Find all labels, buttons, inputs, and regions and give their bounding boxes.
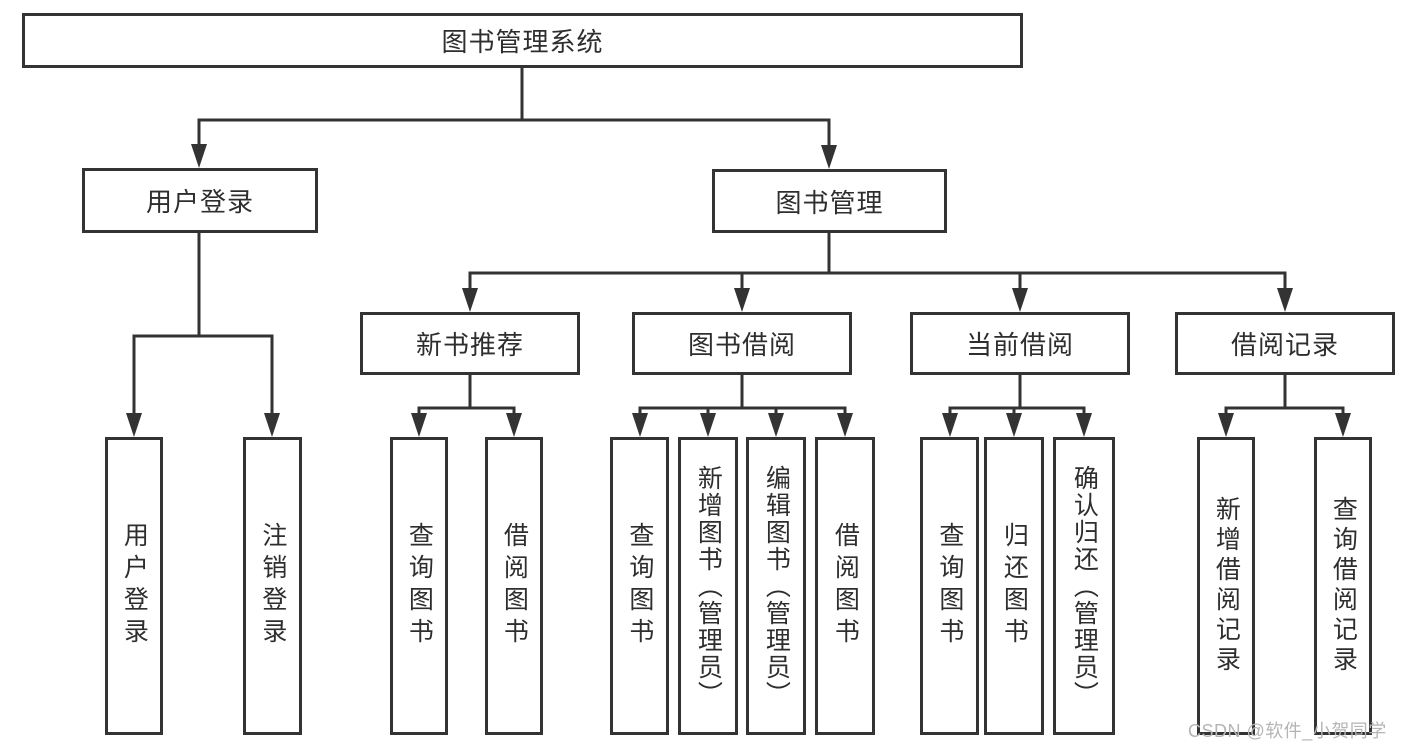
node-label: 图书管理系统 (441, 27, 604, 57)
leaf-borrow-book-under-borrow: 借阅图书 (815, 437, 875, 735)
node-book-management: 图书管理 (712, 169, 947, 233)
node-label: 用户登录 (145, 187, 254, 217)
node-label: 确认归还（管理员） (1070, 464, 1099, 708)
node-label: 注销登录 (258, 522, 287, 650)
node-root-library-management-system: 图书管理系统 (22, 13, 1023, 68)
leaf-add-borrow-record: 新增借阅记录 (1197, 437, 1255, 735)
node-label: 图书借阅 (687, 330, 796, 360)
node-label: 借阅图书 (831, 522, 860, 650)
node-label: 新增借阅记录 (1212, 496, 1241, 676)
leaf-borrow-book-under-recommend: 借阅图书 (485, 437, 543, 735)
leaf-query-book-under-borrow: 查询图书 (610, 437, 669, 735)
node-label: 用户登录 (120, 522, 149, 650)
csdn-watermark: CSDN @软件_小贺同学 (1188, 721, 1387, 741)
node-new-book-recommend: 新书推荐 (360, 312, 580, 375)
leaf-logout: 注销登录 (243, 437, 302, 735)
leaf-return-book: 归还图书 (984, 437, 1044, 735)
leaf-confirm-return-admin: 确认归还（管理员） (1053, 437, 1115, 735)
node-label: 查询图书 (405, 522, 434, 650)
node-label: 借阅图书 (500, 522, 529, 650)
node-user-login: 用户登录 (82, 168, 318, 233)
node-label: 查询图书 (625, 522, 654, 650)
node-label: 编辑图书（管理员） (762, 464, 791, 708)
node-current-borrow: 当前借阅 (910, 312, 1130, 375)
node-book-borrow: 图书借阅 (632, 312, 852, 375)
node-label: 借阅记录 (1230, 330, 1339, 360)
node-label: 新增图书（管理员） (694, 464, 723, 708)
leaf-add-book-admin: 新增图书（管理员） (678, 437, 738, 735)
node-borrow-records: 借阅记录 (1175, 312, 1395, 375)
leaf-query-borrow-record: 查询借阅记录 (1314, 437, 1372, 735)
node-label: 图书管理 (775, 187, 884, 218)
node-label: 新书推荐 (415, 330, 524, 360)
leaf-user-login: 用户登录 (105, 437, 163, 735)
leaf-edit-book-admin: 编辑图书（管理员） (746, 437, 806, 735)
node-label: 查询借阅记录 (1329, 496, 1358, 676)
node-label: 查询图书 (935, 522, 964, 650)
leaf-query-book-under-recommend: 查询图书 (390, 437, 448, 735)
node-label: 当前借阅 (965, 330, 1074, 360)
node-label: 归还图书 (1000, 522, 1029, 650)
leaf-query-book-under-current: 查询图书 (920, 437, 979, 735)
